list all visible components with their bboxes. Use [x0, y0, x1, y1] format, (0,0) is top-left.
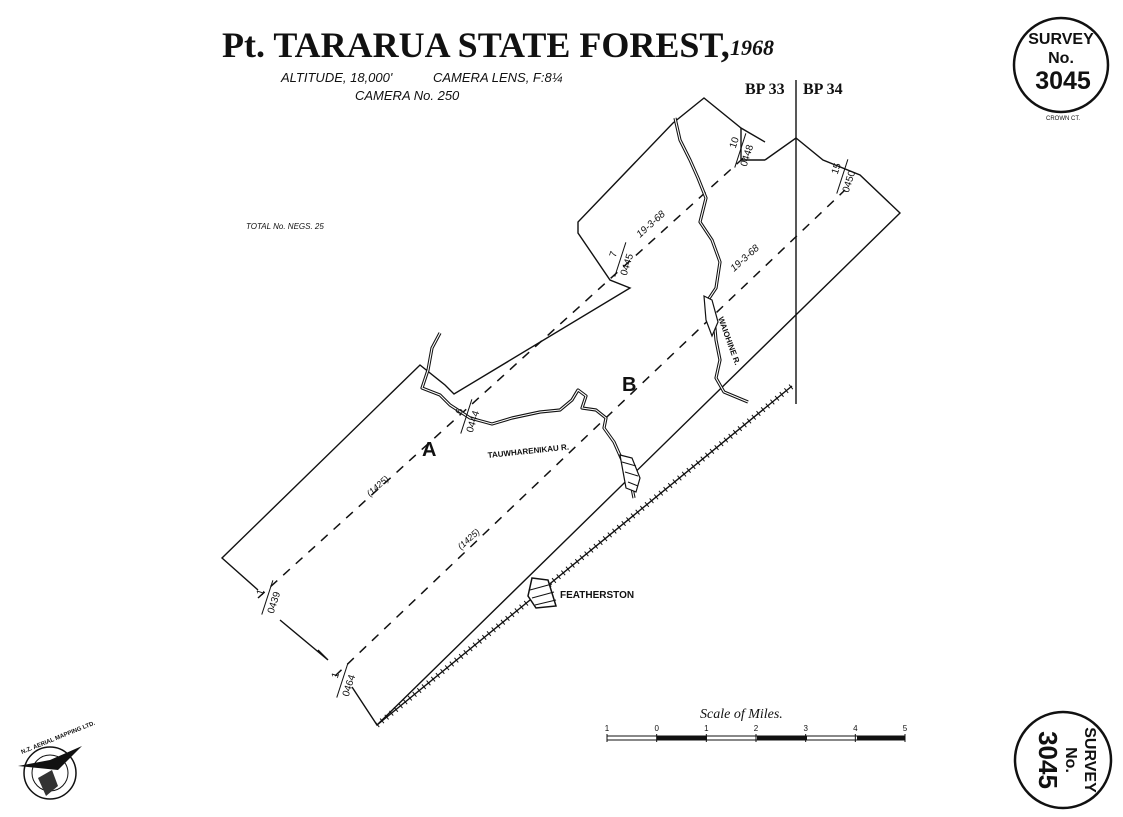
survey-badge-bottom-line1: SURVEY [1081, 727, 1098, 793]
coverage-boundary-run-b-south [351, 137, 902, 727]
exposure-label-0464: 1 0464 [330, 663, 358, 698]
scale-tick-label: 4 [853, 724, 858, 733]
crown-copyright-note: CROWN CT. [1046, 116, 1080, 122]
scale-tick-label: 2 [754, 724, 759, 733]
run-b-date: 19-3-68 [729, 243, 762, 275]
nz-aerial-mapping-logo: N.Z. AERIAL MAPPING LTD. [18, 720, 97, 800]
exposure-label-0444: 6 0444 [454, 399, 482, 434]
flight-line-run-a [257, 151, 751, 599]
featherston-label: FEATHERSTON [560, 590, 634, 601]
wing-icon [18, 746, 82, 770]
exposure-frame: 6 [454, 407, 466, 416]
exposure-label-0445: 7 0445 [608, 242, 636, 277]
altitude-label: ALTITUDE, 18,000' [280, 70, 393, 85]
exposure-frame: 7 [608, 250, 620, 259]
survey-badge-top-line2: No. [1048, 50, 1074, 67]
sheet-label-right: BP 34 [803, 81, 843, 98]
survey-badge-top: SURVEY No. 3045 [1012, 16, 1110, 114]
coverage-boundary-run-b [279, 619, 329, 661]
tauwharenikau-river [420, 332, 641, 499]
run-b-label: B [622, 374, 636, 396]
exposure-frame: 15 [830, 161, 844, 175]
survey-badge-bottom-line2: No. [1062, 747, 1079, 773]
survey-badge-bottom: SURVEY No. 3045 [1013, 710, 1113, 810]
map-title: Pt. TARARUA STATE FOREST, [222, 25, 730, 65]
tauwharenikau-river-label: TAUWHARENIKAU R. [487, 443, 569, 460]
exposure-label-0439: 1 0439 [255, 580, 283, 615]
survey-badge-bottom-number: 3045 [1033, 731, 1063, 789]
run-a-date: 19-3-68 [635, 209, 668, 241]
flight-line-run-b [334, 189, 846, 677]
waiohine-river [673, 117, 749, 404]
globe-icon [38, 770, 58, 796]
camera-number-label: CAMERA No. 250 [355, 88, 460, 103]
coverage-boundary-run-a [220, 97, 766, 591]
camera-lens-label: CAMERA LENS, F:8¼ [433, 70, 563, 85]
sheet-label-left: BP 33 [745, 81, 785, 98]
featherston-town-area [527, 577, 557, 609]
exposure-frame: 1 [330, 671, 342, 680]
scale-tick-label: 3 [803, 724, 808, 733]
total-negs-label: TOTAL No. NEGS. 25 [246, 222, 324, 231]
map-year: 1968 [730, 35, 774, 60]
exposure-label-0450: 15 0450 [830, 159, 858, 194]
scale-tick-label: 1 [605, 724, 610, 733]
run-a-altitude: (1425) [365, 474, 391, 499]
survey-badge-top-line1: SURVEY [1028, 31, 1094, 48]
run-b-altitude: (1425) [456, 527, 482, 552]
run-a-label: A [422, 439, 436, 461]
scale-tick-label: 1 [704, 724, 709, 733]
scale-tick-label: 5 [903, 724, 908, 733]
exposure-frame: 10 [728, 135, 742, 149]
scale-title: Scale of Miles. [700, 707, 783, 722]
scale-bar: Scale of Miles. 1 0 1 2 3 4 5 [605, 707, 908, 742]
survey-badge-top-number: 3045 [1035, 67, 1091, 95]
scale-tick-label: 0 [654, 724, 659, 733]
exposure-frame: 1 [255, 588, 267, 597]
railway-line [376, 385, 793, 726]
